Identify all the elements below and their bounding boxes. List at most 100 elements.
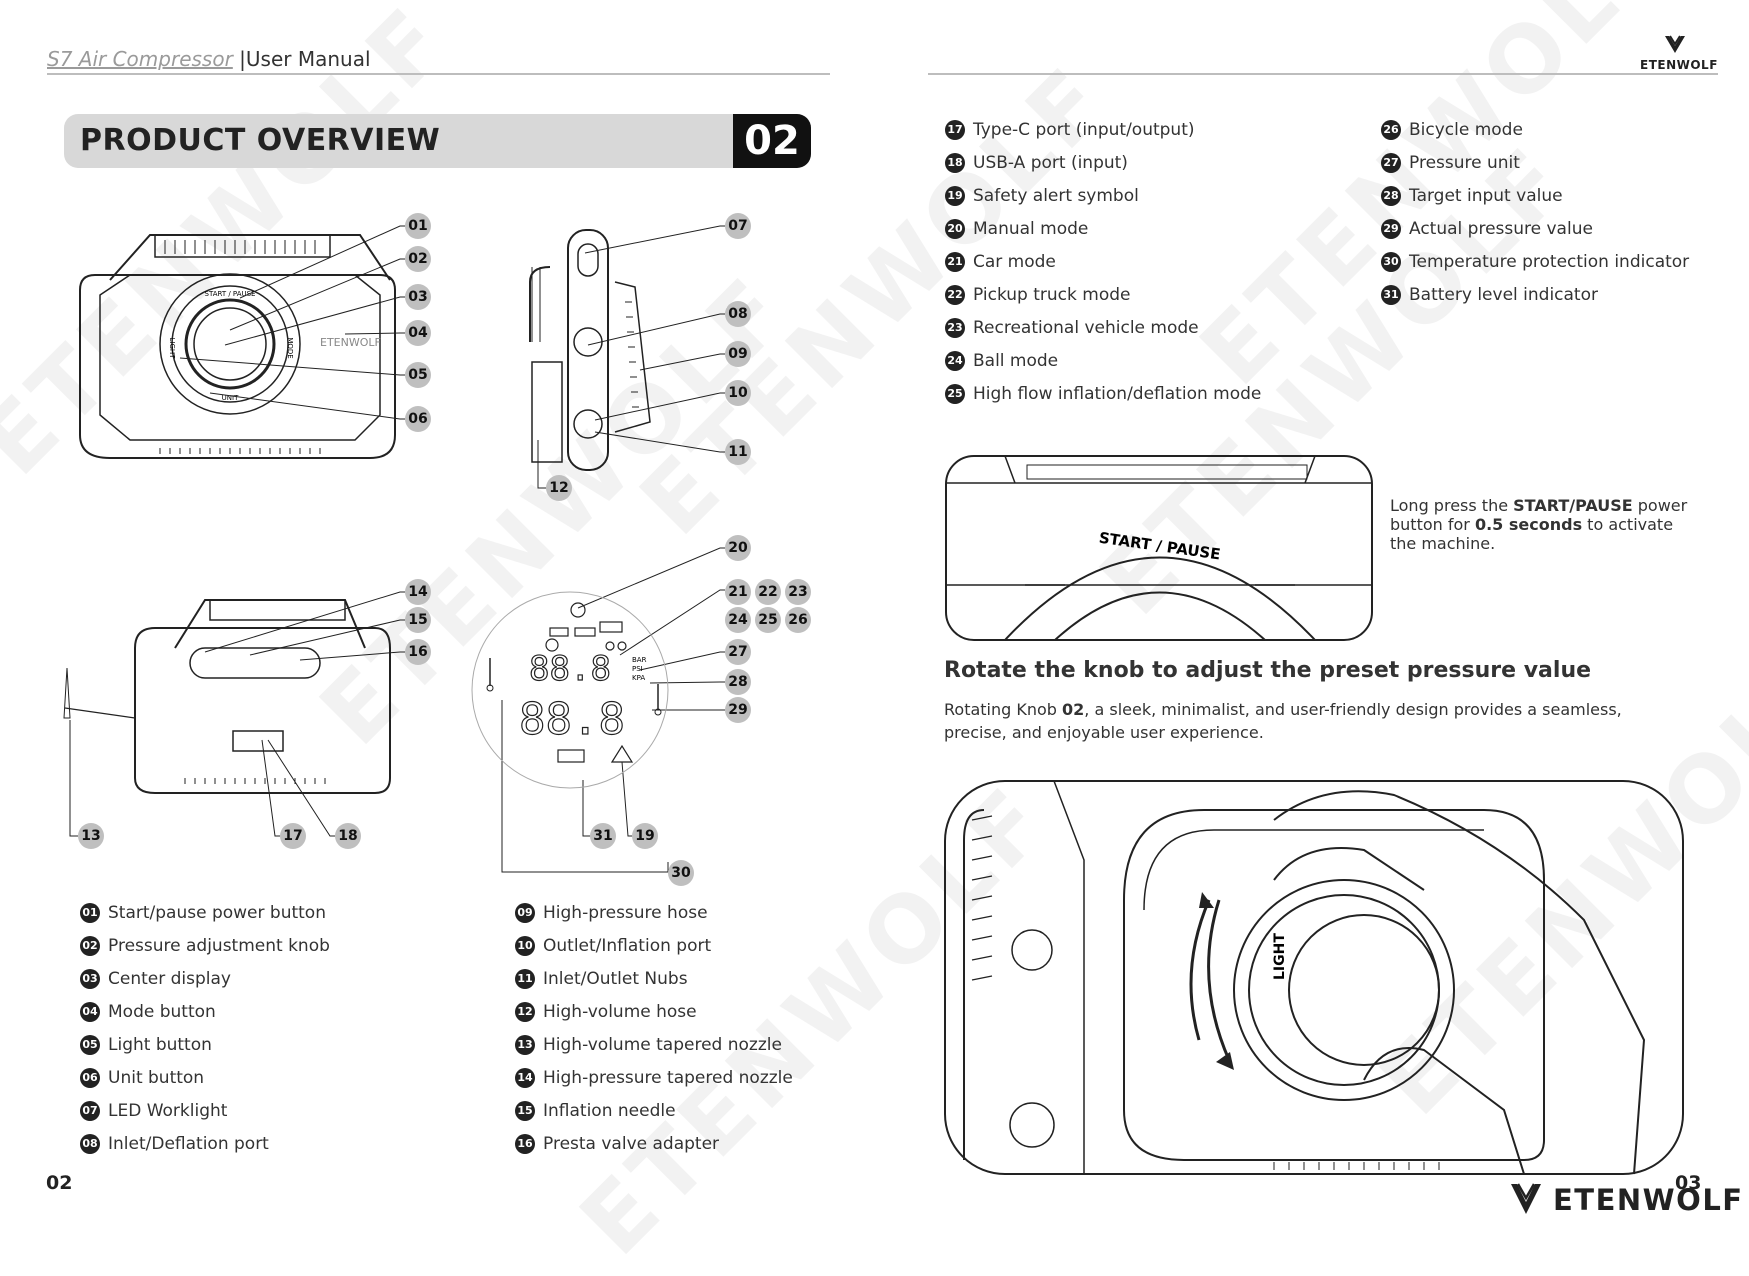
legend-label: Pressure unit bbox=[1409, 153, 1520, 173]
legend-item: 31 Battery level indicator bbox=[1381, 285, 1598, 305]
lcd-actual-digits: 88.8 bbox=[519, 694, 625, 745]
knob-section-title: Rotate the knob to adjust the preset pre… bbox=[944, 658, 1592, 683]
callout-02: 02 bbox=[405, 246, 431, 272]
legend-label: Recreational vehicle mode bbox=[973, 318, 1199, 338]
callout-06: 06 bbox=[405, 406, 431, 432]
legend-number: 12 bbox=[515, 1002, 535, 1022]
legend-number: 17 bbox=[945, 120, 965, 140]
legend-label: Target input value bbox=[1409, 186, 1563, 206]
legend-label: Bicycle mode bbox=[1409, 120, 1523, 140]
callout-25: 25 bbox=[755, 607, 781, 633]
legend-label: Safety alert symbol bbox=[973, 186, 1139, 206]
knob-rotation-illustration: LIGHT bbox=[944, 780, 1684, 1175]
legend-item: 29 Actual pressure value bbox=[1381, 219, 1593, 239]
callout-03: 03 bbox=[405, 284, 431, 310]
legend-number: 07 bbox=[80, 1101, 100, 1121]
start-note-duration: 0.5 seconds bbox=[1474, 515, 1583, 534]
legend-number: 26 bbox=[1381, 120, 1401, 140]
legend-label: Inflation needle bbox=[543, 1101, 676, 1121]
callout-12: 12 bbox=[546, 475, 572, 501]
legend-label: Car mode bbox=[973, 252, 1056, 272]
label-mode: MODE bbox=[286, 337, 294, 358]
knob-light-label: LIGHT bbox=[1272, 933, 1288, 980]
brand-logo-icon bbox=[1665, 35, 1685, 53]
callout-23: 23 bbox=[785, 579, 811, 605]
legend-item: 12 High-volume hose bbox=[515, 1002, 697, 1022]
legend-item: 16 Presta valve adapter bbox=[515, 1134, 719, 1154]
legend-label: Center display bbox=[108, 969, 231, 989]
legend-label: Type-C port (input/output) bbox=[973, 120, 1195, 140]
legend-number: 30 bbox=[1381, 252, 1401, 272]
legend-label: Outlet/Inflation port bbox=[543, 936, 712, 956]
legend-number: 29 bbox=[1381, 219, 1401, 239]
start-note: Long press the START/PAUSE power button … bbox=[1390, 496, 1690, 553]
legend-label: High-pressure hose bbox=[543, 903, 708, 923]
callout-20: 20 bbox=[725, 535, 751, 561]
legend-number: 31 bbox=[1381, 285, 1401, 305]
start-note-text: power button for bbox=[1390, 496, 1688, 534]
legend-number: 18 bbox=[945, 153, 965, 173]
callout-30: 30 bbox=[668, 860, 694, 886]
legend-label: Ball mode bbox=[973, 351, 1059, 371]
legend-number: 05 bbox=[80, 1035, 100, 1055]
legend-item: 28 Target input value bbox=[1381, 186, 1563, 206]
callout-07: 07 bbox=[725, 213, 751, 239]
legend-number: 28 bbox=[1381, 186, 1401, 206]
label-light: LIGHT bbox=[168, 338, 176, 360]
start-pause-illustration: START / PAUSE bbox=[945, 455, 1373, 641]
legend-number: 13 bbox=[515, 1035, 535, 1055]
legend-label: Battery level indicator bbox=[1409, 285, 1598, 305]
legend-label: Mode button bbox=[108, 1002, 216, 1022]
legend-label: Inlet/Deflation port bbox=[108, 1134, 269, 1154]
legend-label: Presta valve adapter bbox=[543, 1134, 720, 1154]
legend-label: USB-A port (input) bbox=[973, 153, 1128, 173]
legend-label: Start/pause power button bbox=[108, 903, 326, 923]
legend-label: High flow inflation/deflation mode bbox=[973, 384, 1262, 404]
legend-number: 21 bbox=[945, 252, 965, 272]
legend-number: 16 bbox=[515, 1134, 535, 1154]
legend-number: 22 bbox=[945, 285, 965, 305]
header-rule-right bbox=[928, 73, 1718, 75]
callout-15: 15 bbox=[405, 607, 431, 633]
callout-19: 19 bbox=[632, 823, 658, 849]
legend-number: 06 bbox=[80, 1068, 100, 1088]
callout-21: 21 bbox=[725, 579, 751, 605]
callout-04: 04 bbox=[405, 320, 431, 346]
legend-label: Inlet/Outlet Nubs bbox=[543, 969, 688, 989]
footer-logo-icon bbox=[1511, 1183, 1541, 1214]
callout-31: 31 bbox=[590, 823, 616, 849]
label-unit: UNIT bbox=[222, 394, 239, 402]
callout-09: 09 bbox=[725, 341, 751, 367]
header-rule-left bbox=[47, 73, 830, 75]
legend-label: Actual pressure value bbox=[1409, 219, 1593, 239]
callout-01: 01 bbox=[405, 213, 431, 239]
legend-item: 18 USB-A port (input) bbox=[945, 153, 1128, 173]
legend-number: 20 bbox=[945, 219, 965, 239]
footer-brand: ETENWOLF bbox=[1553, 1183, 1744, 1217]
start-note-text: Long press the bbox=[1390, 496, 1514, 515]
callout-14: 14 bbox=[405, 579, 431, 605]
front-view-diagram: START / PAUSE UNIT LIGHT MODE ETENWOLF bbox=[79, 234, 396, 459]
rear-view-diagram bbox=[63, 599, 391, 794]
lcd-display-diagram: 88.8 BAR PSI KPA 88.8 bbox=[471, 591, 669, 789]
callout-22: 22 bbox=[755, 579, 781, 605]
legend-label: Pressure adjustment knob bbox=[108, 936, 330, 956]
callout-05: 05 bbox=[405, 362, 431, 388]
legend-number: 19 bbox=[945, 186, 965, 206]
page-number-left: 02 bbox=[46, 1172, 73, 1194]
legend-label: High-volume hose bbox=[543, 1002, 697, 1022]
